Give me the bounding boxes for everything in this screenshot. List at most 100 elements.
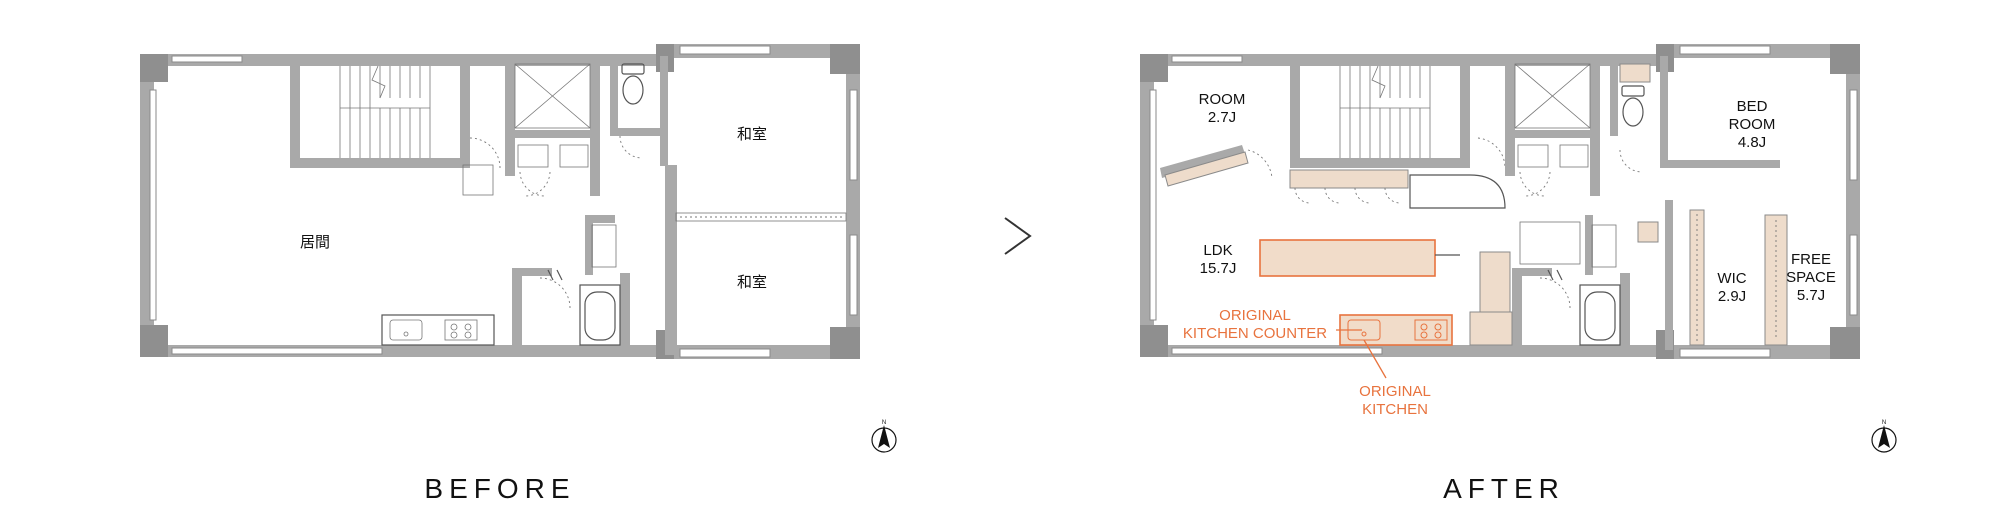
before-window [149, 89, 157, 321]
before-bath-wall [585, 215, 593, 275]
annotation-counter-line1: ORIGINAL [1219, 307, 1291, 324]
after-plan: ROOM 2.7J LDK 15.7J BED ROOM 4.8J WIC 2.… [1140, 44, 1897, 504]
after-window [1149, 89, 1157, 321]
after-cabinet [1479, 251, 1511, 313]
after-window [1171, 55, 1243, 63]
toilet-icon [1621, 85, 1645, 127]
after-column [1830, 44, 1860, 74]
before-door-swing [619, 135, 643, 159]
before-shaft-box [559, 144, 589, 168]
before-washitsu-wall [665, 165, 677, 355]
before-elevator-wall [505, 56, 515, 176]
after-cabinet [1469, 311, 1513, 346]
after-room-size: 2.7J [1208, 109, 1236, 126]
annotation-kitchen-line2: KITCHEN [1362, 401, 1428, 418]
toilet-icon [621, 63, 645, 105]
after-elevator-cross [1514, 63, 1591, 129]
before-fusuma [675, 212, 847, 222]
before-door-swing [524, 171, 551, 197]
after-bath-wall [1512, 268, 1522, 353]
after-elevator-wall [1505, 130, 1600, 138]
after-stair-wall [1290, 158, 1470, 168]
after-column [1140, 325, 1168, 357]
before-door-mark [547, 269, 554, 281]
after-curved-partition [1409, 174, 1506, 209]
before-washitsu-top-label: 和室 [737, 125, 767, 143]
before-washitsu-bottom-label: 和室 [737, 273, 767, 291]
after-toilet-shelf [1619, 63, 1651, 83]
before-elevator-cross [514, 63, 591, 129]
after-wic-name: WIC [1717, 270, 1746, 287]
after-bath-wall [1512, 268, 1552, 276]
annotation-kitchen-line1: ORIGINAL [1359, 383, 1431, 400]
after-door-mark [1556, 269, 1563, 281]
after-bath-wall [1585, 215, 1593, 275]
after-stair-wall [1460, 60, 1470, 168]
before-washitsu-wall [660, 56, 668, 166]
after-washbasin [1591, 224, 1617, 268]
north-label: N [1882, 420, 1886, 426]
after-column [1830, 327, 1860, 359]
before-title: BEFORE [424, 473, 575, 504]
after-door-swing [1519, 171, 1546, 197]
before-column [830, 44, 860, 74]
after-wall-top-left [1140, 54, 1670, 66]
bathtub-icon [1579, 284, 1621, 346]
north-arrow-icon: N [871, 420, 897, 453]
after-window [1171, 347, 1383, 355]
after-door-swing [1524, 171, 1551, 197]
before-column [140, 325, 168, 357]
before-window [679, 45, 771, 55]
before-bath-wall [512, 268, 552, 276]
after-bedroom-wall [1660, 160, 1780, 168]
after-room-name: ROOM [1199, 91, 1246, 108]
after-shaft-box [1559, 144, 1589, 168]
after-laundry [1519, 221, 1581, 265]
before-wall-top-left [140, 54, 670, 66]
before-stair-wall [290, 158, 470, 168]
after-door-mark [1547, 269, 1554, 281]
after-bedroom-line2: ROOM [1729, 116, 1776, 133]
after-stair-wall [1290, 60, 1300, 168]
before-column [140, 54, 168, 82]
after-bedroom-wall [1660, 56, 1668, 166]
before-door-swing [519, 171, 546, 197]
before-plan: 居間 和室 和室 N BEFORE [140, 44, 897, 504]
after-room-closet [1164, 151, 1249, 187]
after-ldk-size: 15.7J [1200, 260, 1237, 277]
before-stair-wall [460, 60, 470, 168]
before-column [830, 327, 860, 359]
before-stair-wall [290, 60, 300, 168]
before-door [462, 164, 494, 196]
before-window [171, 55, 243, 63]
before-stair-treads [339, 65, 431, 158]
before-door-swing [539, 277, 571, 309]
after-window [1679, 45, 1771, 55]
before-kitchen [381, 314, 495, 346]
after-wic-size: 2.9J [1718, 288, 1746, 305]
leader-line-kitchen [1363, 339, 1387, 379]
north-arrow-icon: N [1871, 420, 1897, 453]
after-ldk-name: LDK [1203, 242, 1232, 259]
bathtub-icon [579, 284, 621, 346]
after-toilet-wall [1610, 56, 1618, 136]
before-window [849, 234, 858, 316]
before-bath-wall [620, 273, 630, 353]
before-shaft-box [517, 144, 549, 168]
north-label: N [882, 420, 886, 426]
after-bedroom-size: 4.8J [1738, 134, 1766, 151]
after-bath-wall [1620, 273, 1630, 353]
before-window [679, 348, 771, 358]
after-free-line2: SPACE [1786, 269, 1836, 286]
after-free-line1: FREE [1791, 251, 1831, 268]
after-wic-shelf [1689, 209, 1705, 346]
annotation-counter-line2: KITCHEN COUNTER [1183, 325, 1327, 342]
before-window [849, 89, 858, 181]
after-window [1849, 234, 1858, 316]
after-column [1140, 54, 1168, 82]
after-door-swing [1477, 137, 1506, 169]
before-window [171, 347, 383, 355]
before-door-mark [556, 269, 563, 281]
